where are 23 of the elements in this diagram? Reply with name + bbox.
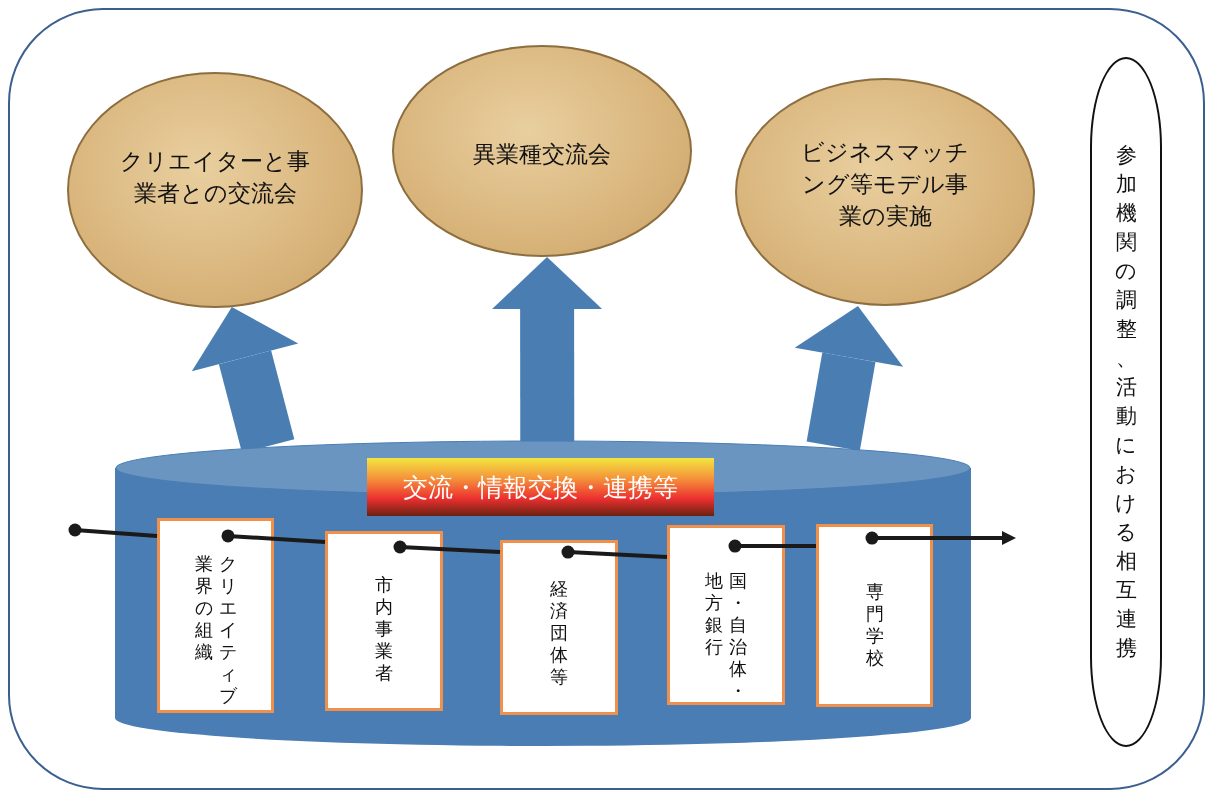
connector-line	[561, 545, 668, 559]
member-card	[325, 531, 443, 711]
connector-line	[221, 529, 326, 544]
connector-line	[728, 539, 816, 553]
label: ビジネスマッチング等モデル事業の実施	[801, 138, 969, 231]
member-card	[667, 525, 785, 705]
label: クリエイターと事業者との交流会	[120, 147, 310, 208]
block-arrow	[794, 306, 904, 451]
member-card	[157, 518, 274, 713]
label: 市内事業者	[374, 574, 394, 684]
label: 参加機関の調整、活動における相互連携	[1114, 142, 1138, 662]
label: クリエイティブ業界の組織	[193, 553, 238, 707]
connector-line	[393, 540, 501, 555]
label: 異業種交流会	[472, 140, 612, 169]
label: 専門学校	[864, 581, 885, 669]
member-card	[816, 524, 933, 707]
banner-box: 交流・情報交換・連携等	[367, 458, 714, 516]
label: 国・自治体・地方銀行	[704, 570, 748, 702]
cylinder	[115, 440, 971, 746]
connector-line	[865, 531, 1016, 545]
label: 経済団体等	[549, 578, 569, 688]
connector-line	[68, 523, 158, 538]
member-card	[500, 540, 618, 715]
